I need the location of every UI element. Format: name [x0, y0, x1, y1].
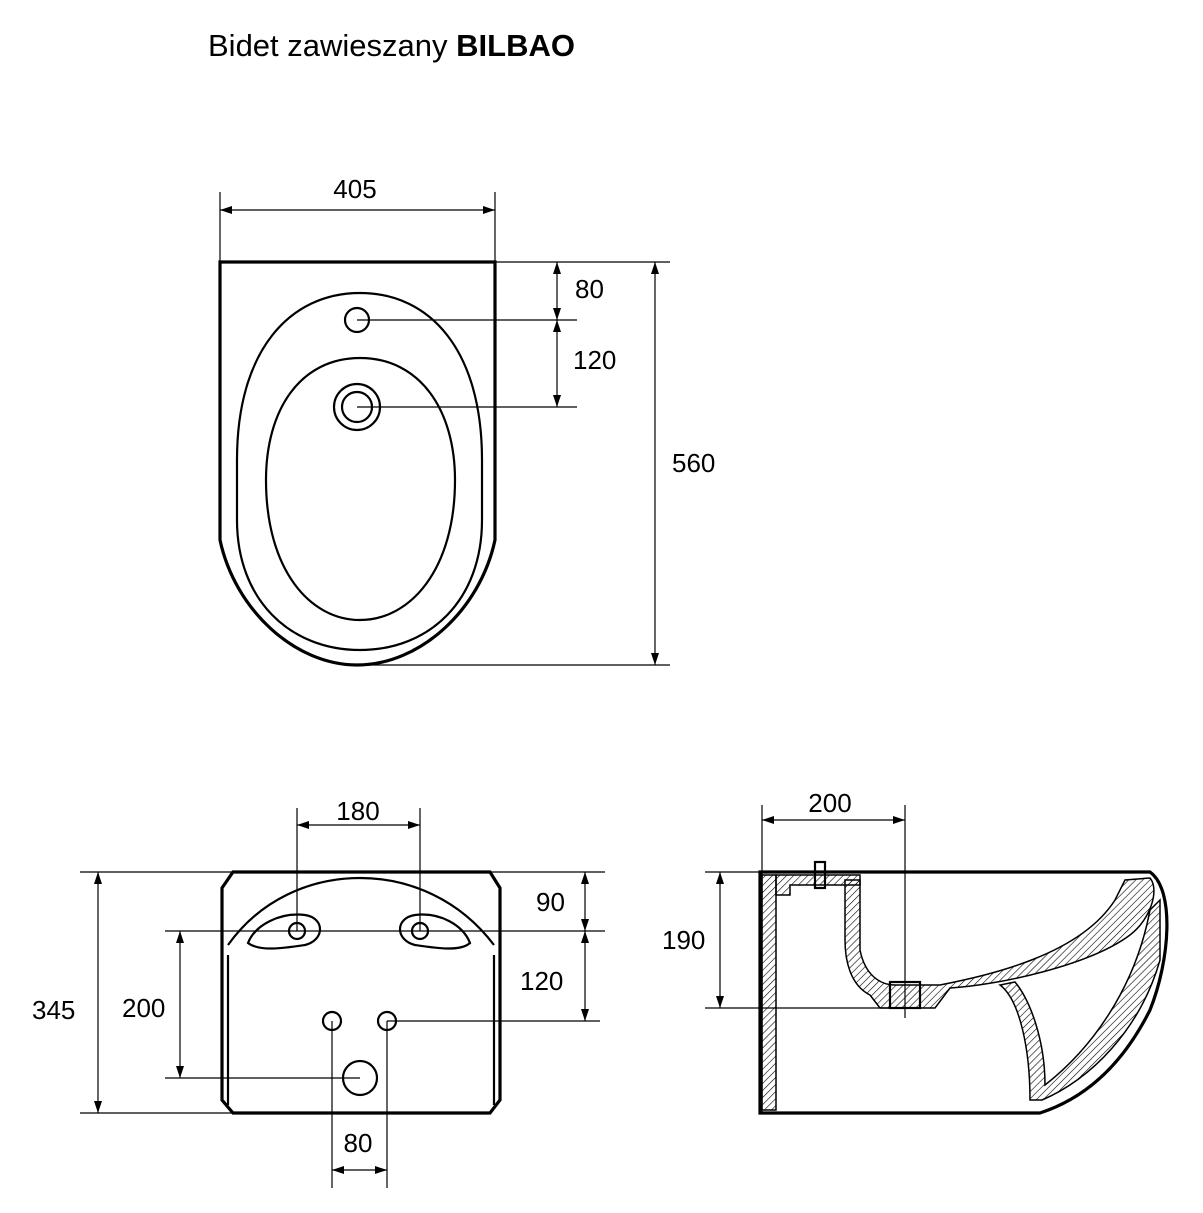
side-bowl-section	[844, 877, 1155, 1009]
dim-inlet-spacing: 80	[344, 1128, 373, 1158]
dim-height: 345	[32, 995, 75, 1025]
side-outline	[758, 870, 1169, 1115]
dim-inlet-offset: 120	[520, 966, 563, 996]
rear-outline	[220, 870, 502, 1115]
dim-drain-height: 200	[122, 993, 165, 1023]
dim-drain-distance: 200	[808, 788, 851, 818]
rear-view: 180 90 120 345 200 80	[32, 796, 605, 1188]
right-slot	[398, 913, 472, 950]
top-basin	[264, 356, 457, 622]
side-top-hatch	[775, 874, 861, 896]
dim-drain-height-side: 190	[662, 925, 705, 955]
side-wall-hatch	[761, 874, 777, 1111]
dim-depth: 560	[672, 448, 715, 478]
side-tap-hole	[813, 860, 827, 890]
side-lower-section	[998, 898, 1161, 1101]
left-slot	[246, 913, 322, 950]
top-rim	[235, 291, 484, 652]
title-model: BILBAO	[456, 28, 575, 63]
dim-bolt-spacing: 180	[336, 796, 379, 826]
rear-lines	[226, 955, 496, 1105]
title-prefix: Bidet zawieszany	[208, 28, 448, 63]
dim-tap-offset: 80	[575, 274, 604, 304]
dim-bolt-height: 90	[536, 887, 565, 917]
dim-width: 405	[333, 174, 376, 204]
dim-drain-offset: 120	[573, 345, 616, 375]
side-view: 200 190	[662, 788, 1169, 1115]
top-view: 405 80 120 560	[218, 174, 715, 667]
rear-arc	[227, 876, 495, 946]
drawing-title: Bidet zawieszany BILBAO	[208, 28, 575, 64]
